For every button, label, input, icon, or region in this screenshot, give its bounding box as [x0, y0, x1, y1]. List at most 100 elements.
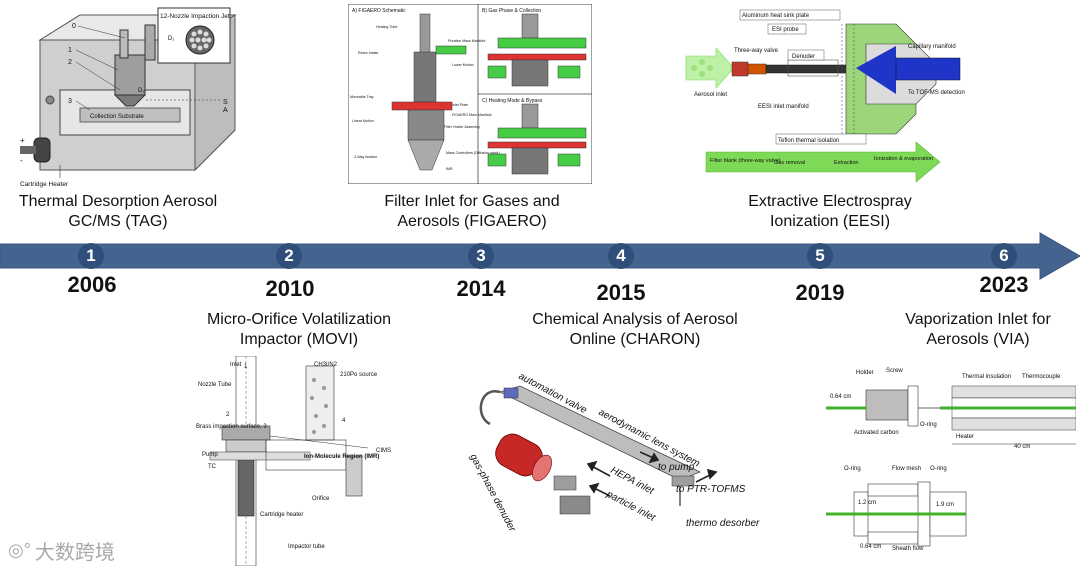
movi-source-label: CH3I/N2: [314, 362, 338, 368]
figaero-panel-a: A) FIGAERO Schematic: [352, 8, 406, 14]
eesi-heatsink-label: Aluminum heat sink plate: [742, 13, 810, 19]
via-mesh-label: Flow mesh: [892, 466, 921, 472]
movi-schematic: Inlet 1 Nozzle Tube 2 Brass impaction su…: [196, 356, 391, 566]
milestone-name-6: Vaporization Inlet for Aerosols (VIA): [905, 311, 1051, 348]
movi-orifice-label: Orifice: [312, 496, 330, 502]
tag-substrate-label: Collection Substrate: [90, 114, 144, 120]
movi-tc-label: TC: [208, 464, 217, 470]
watermark-logo-icon: ◎°: [8, 540, 31, 560]
milestone-year-6: 2023: [979, 272, 1029, 297]
figaero-label-5: Inlet Plate: [452, 103, 468, 107]
eesi-stage-0: Filter blank (three-way valve): [710, 158, 781, 164]
eesi-stage-2: Extraction: [834, 160, 858, 166]
movi-n2: 2: [226, 412, 230, 418]
watermark: ◎° 大数跨境: [8, 536, 115, 565]
figaero-label-3: Lower Motion: [452, 63, 474, 67]
tag-d1: D₁: [168, 36, 174, 42]
tag-minus: -: [20, 156, 23, 165]
via-schematic: Holder Screw 0.64 cm O-ring Activated ca…: [826, 368, 1076, 552]
charon-pump-label: to pump: [658, 462, 695, 473]
eesi-stage-1: Gas removal: [774, 160, 805, 166]
tag-label-2: 2: [68, 59, 72, 66]
via-dim3-label: 1.9 cm: [936, 502, 954, 508]
eesi-capillary-label: Capillary manifold: [908, 44, 956, 50]
eesi-denuder-label: Denuder: [792, 54, 815, 60]
tag-plus: +: [20, 136, 25, 145]
figaero-schematic: A) FIGAERO Schematic B) Gas Phase & Coll…: [348, 4, 592, 184]
via-heater-label: Heater: [956, 434, 974, 440]
milestone-badge-1: 1: [78, 243, 104, 269]
milestone-badge-5: 5: [807, 243, 833, 269]
milestone-badge-4: 4: [608, 243, 634, 269]
milestone-year-2: 2010: [265, 276, 315, 301]
via-oring2-label: O-ring: [844, 466, 861, 472]
milestone-year-1: 2006: [67, 272, 117, 297]
charon-schematic: automation valve aerodynamic lens system…: [467, 371, 760, 534]
via-thermocouple-label: Thermocouple: [1022, 374, 1061, 380]
figaero-label-6: FIGAERO Main Manifold: [452, 113, 492, 117]
via-oring-label: O-ring: [920, 422, 937, 428]
eesi-stage-3: Ionization & evaporation: [874, 156, 933, 162]
figaero-label-1: Ream Intake: [358, 51, 378, 55]
eesi-tof-label: To TOF-MS detection: [908, 90, 965, 96]
tag-s: S: [223, 99, 228, 106]
movi-nozzle-label: Nozzle Tube: [198, 382, 232, 388]
figaero-label-4: Moveable Tray: [350, 95, 374, 99]
eesi-esi-label: ESI probe: [772, 27, 799, 33]
movi-imr-label: Ion-Molecule Region (IMR): [304, 454, 379, 460]
figaero-label-9: Mass Controllers (Diffusion stack): [446, 151, 500, 155]
via-length-label: 40 cm: [1014, 444, 1030, 450]
eesi-valve-label: Three-way valve: [734, 48, 779, 54]
eesi-schematic: Aerosol inlet Aluminum heat sink plate E…: [685, 9, 965, 183]
via-insulation-label: Thermal insulation: [962, 374, 1011, 380]
via-dim1-label: 0.64 cm: [830, 394, 851, 400]
movi-pump-label: Pump: [202, 452, 218, 458]
figaero-label-2: Purative Mass Manifold: [448, 39, 485, 43]
via-dim4-label: 0.64 cm: [860, 544, 881, 550]
eesi-inlet-label: Aerosol inlet: [694, 92, 727, 98]
milestone-badge-6: 6: [991, 243, 1017, 269]
movi-cartridge-label: Cartridge heater: [260, 512, 303, 518]
tag-label-1: 1: [68, 47, 72, 54]
movi-n1: 1: [244, 364, 248, 370]
movi-po-label: 210Po source: [340, 372, 378, 378]
charon-ptr-label: to PTR-TOFMS: [676, 484, 746, 495]
tag-a: A: [223, 107, 228, 114]
milestone-name-4: Chemical Analysis of Aerosol Online (CHA…: [532, 311, 738, 348]
milestone-year-5: 2019: [795, 280, 845, 305]
figaero-label-0: Heating Tube: [376, 25, 397, 29]
via-holder-label: Holder: [856, 370, 874, 376]
watermark-text: 大数跨境: [34, 542, 115, 564]
movi-inlet-label: Inlet: [230, 362, 242, 368]
eesi-teflon-label: Teflon thermal isolation: [778, 138, 839, 144]
via-screw-label: Screw: [886, 368, 903, 374]
movi-cims-label: CIMS: [376, 448, 391, 454]
charon-thermo-label: thermo desorber: [686, 518, 760, 529]
tag-heater-label: Cartridge Heater: [20, 181, 69, 188]
milestone-badge-2: 2: [276, 243, 302, 269]
tag-schematic: Collection Substrate 12-Nozzle Impaction…: [20, 7, 237, 188]
figaero-label-8: Linear Motion: [352, 119, 374, 123]
milestone-year-4: 2015: [596, 280, 646, 305]
figaero-panel-b: B) Gas Phase & Collection: [482, 8, 541, 14]
via-sheath-label: Sheath flow: [892, 546, 924, 552]
tag-nozzle-label: 12-Nozzle Impaction Jet: [160, 13, 230, 20]
figaero-label-7: Filter Holder Assembly: [444, 125, 480, 129]
milestone-name-5: Extractive Electrospray Ionization (EESI…: [748, 193, 912, 230]
movi-n4: 4: [342, 418, 346, 424]
movi-brass-label: Brass impaction surface, 3: [196, 424, 267, 430]
movi-impactor-label: Impactor tube: [288, 544, 325, 550]
milestone-name-2: Micro-Orifice Volatilization Impactor (M…: [206, 311, 392, 348]
tag-label-3: 3: [68, 98, 72, 105]
via-carbon-label: Activated carbon: [854, 430, 899, 436]
milestone-badge-3: 3: [468, 243, 494, 269]
figaero-label-10: IMR: [446, 167, 453, 171]
eesi-manifold-label: EESI inlet manifold: [758, 104, 809, 110]
tag-label-0: 0: [72, 23, 76, 30]
figaero-panel-c: C) Heating Mode & Bypass: [482, 98, 543, 104]
via-dim2-label: 1.2 cm: [858, 500, 876, 506]
figaero-label-11: 3-Way Isolator: [354, 155, 378, 159]
milestone-name-1: Thermal Desorption Aerosol GC/MS (TAG): [18, 193, 218, 230]
